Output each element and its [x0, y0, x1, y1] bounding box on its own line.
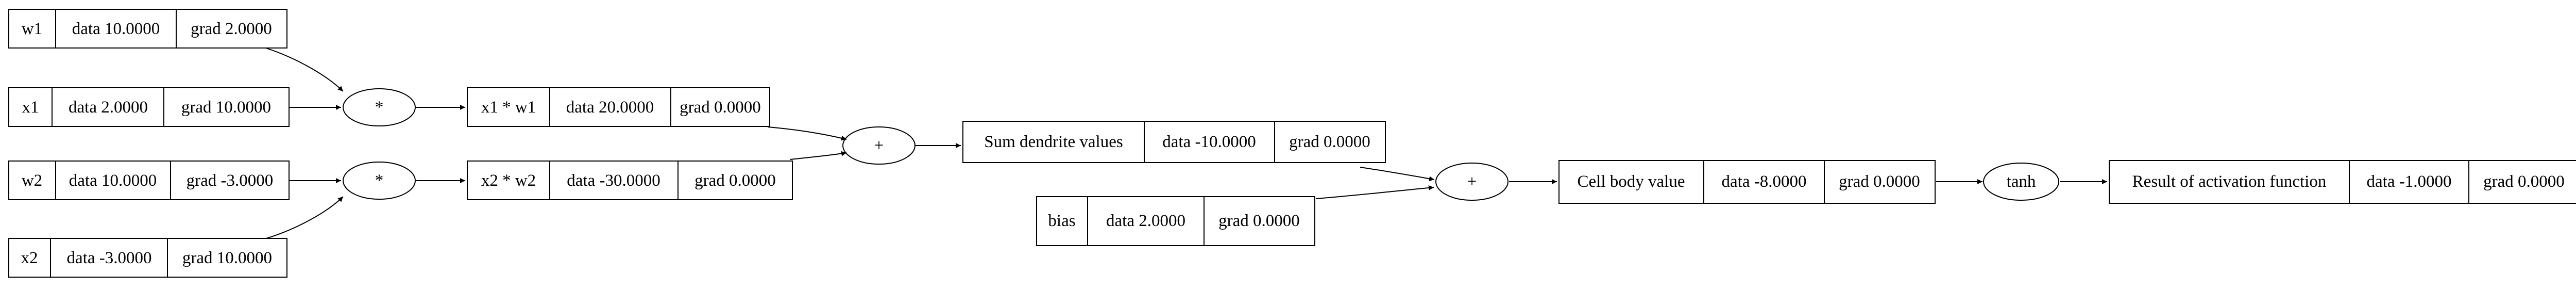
node-sum-grad: grad 0.0000: [1289, 133, 1370, 151]
node-bias-label: bias: [1048, 212, 1075, 230]
node-x2w2-data: data -30.0000: [567, 171, 660, 190]
node-w2: w2 data 10.0000 grad -3.0000: [8, 160, 290, 200]
node-w1-grad: grad 2.0000: [191, 20, 272, 38]
node-x1-grad: grad 10.0000: [181, 98, 271, 117]
node-w2-label: w2: [22, 171, 42, 190]
edge-bias-to-add2: [1315, 185, 1434, 199]
edge-w1-to-mul1: [255, 44, 344, 92]
node-cell-grad: grad 0.0000: [1839, 172, 1920, 191]
node-x2w2-box: [467, 160, 793, 200]
edge-sum-to-add2: [1360, 167, 1435, 182]
node-cell-label: Cell body value: [1578, 172, 1685, 191]
op-mul1-ellipse: [343, 88, 416, 126]
node-result-box: [2109, 160, 2576, 204]
node-x1w1-box: [467, 87, 770, 127]
node-x2w2: x2 * w2 data -30.0000 grad 0.0000: [467, 160, 793, 200]
node-x2-box: [8, 238, 287, 278]
edges: [255, 44, 2107, 242]
node-cell: Cell body value data -8.0000 grad 0.0000: [1558, 160, 1936, 204]
node-w2-grad: grad -3.0000: [187, 171, 274, 190]
node-x1-box: [8, 87, 290, 127]
op-tanh-ellipse: [1983, 163, 2059, 201]
node-x1w1-data: data 20.0000: [566, 98, 654, 117]
node-x1w1-grad: grad 0.0000: [680, 98, 761, 117]
node-x1-label: x1: [22, 98, 39, 117]
op-add1-ellipse: [842, 126, 916, 165]
node-x1w1: x1 * w1 data 20.0000 grad 0.0000: [467, 87, 770, 127]
edge-x2-to-mul2: [255, 196, 344, 242]
op-mul2-ellipse: [343, 162, 416, 200]
node-w2-data: data 10.0000: [69, 171, 157, 190]
node-x2-grad: grad 10.0000: [182, 249, 272, 267]
node-x1w1-label: x1 * w1: [481, 98, 536, 117]
node-bias-data: data 2.0000: [1106, 212, 1185, 230]
node-x2: x2 data -3.0000 grad 10.0000: [8, 238, 287, 278]
node-sum-label: Sum dendrite values: [984, 133, 1123, 151]
node-x2-label: x2: [21, 249, 38, 267]
node-result-data: data -1.0000: [2367, 172, 2452, 191]
node-result-grad: grad 0.0000: [2483, 172, 2565, 191]
op-mul2: *: [343, 162, 416, 200]
node-sum-data: data -10.0000: [1162, 133, 1256, 151]
edge-x1w1-to-add1: [767, 126, 847, 141]
node-bias-grad: grad 0.0000: [1218, 212, 1300, 230]
op-add2: +: [1435, 163, 1509, 201]
node-sum: Sum dendrite values data -10.0000 grad 0…: [962, 121, 1386, 163]
op-add1-label: +: [874, 136, 884, 155]
op-tanh-label: tanh: [2007, 172, 2036, 191]
node-w1-label: w1: [22, 20, 42, 38]
node-x1-data: data 2.0000: [69, 98, 148, 117]
node-x2w2-grad: grad 0.0000: [694, 171, 776, 190]
node-cell-data: data -8.0000: [1722, 172, 1807, 191]
op-add2-ellipse: [1435, 163, 1509, 201]
node-x2w2-label: x2 * w2: [481, 171, 536, 190]
op-add2-label: +: [1467, 172, 1477, 191]
node-result: Result of activation function data -1.00…: [2109, 160, 2576, 204]
node-result-label: Result of activation function: [2132, 172, 2327, 191]
edge-x2w2-to-add1: [790, 151, 847, 160]
node-w1: w1 data 10.0000 grad 2.0000: [8, 9, 287, 49]
op-add1: +: [842, 126, 916, 165]
node-cell-box: [1558, 160, 1936, 204]
node-bias: bias data 2.0000 grad 0.0000: [1036, 196, 1315, 246]
op-mul1: *: [343, 88, 416, 126]
node-sum-box: [962, 121, 1386, 163]
node-w1-data: data 10.0000: [72, 20, 160, 38]
node-bias-box: [1036, 196, 1315, 246]
node-x1: x1 data 2.0000 grad 10.0000: [8, 87, 290, 127]
op-mul2-label: *: [375, 171, 384, 190]
op-tanh: tanh: [1983, 163, 2059, 201]
node-x2-data: data -3.0000: [67, 249, 152, 267]
op-mul1-label: *: [375, 98, 384, 117]
